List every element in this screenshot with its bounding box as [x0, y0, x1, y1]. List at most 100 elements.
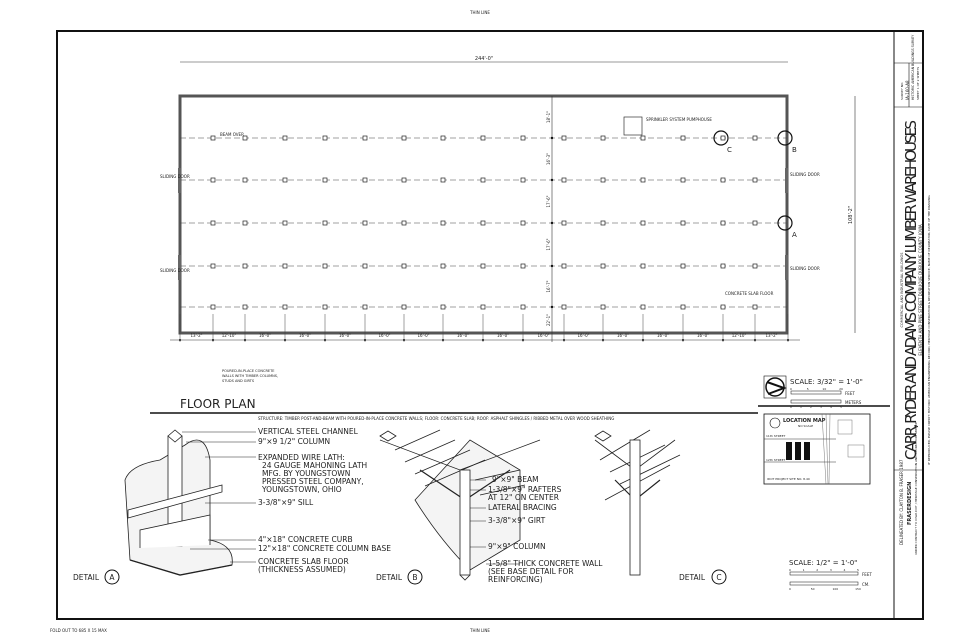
timber-column [322, 304, 328, 310]
timber-column [401, 263, 407, 269]
timber-column [680, 263, 686, 269]
callout-b: B [792, 146, 797, 154]
walls-note: STUDS AND GIRTS [222, 379, 255, 383]
building-location: ELEVENTH AND PINE STREET DUBUQUE DUBUQUE… [918, 224, 923, 355]
timber-column [362, 177, 368, 183]
detail-c-letter: C [716, 573, 721, 582]
slab-label: CONCRETE SLAB FLOOR [725, 291, 774, 296]
top-trim-label: THIN LINE [469, 10, 490, 15]
sliding-door-label: SLIDING DOOR [160, 174, 190, 179]
scale-tick: 100 [832, 587, 838, 591]
bay-dim: 16'-0" [697, 333, 709, 338]
timber-column [242, 304, 248, 310]
dim-node [754, 339, 756, 341]
timber-column [401, 220, 407, 226]
detail-b-note: LATERAL BRACING [488, 503, 557, 512]
site-label: IDOT PROJECT SITE NO. 8.40 [767, 477, 810, 481]
sheet-number: SHEET 1 OF 2 SHEETS [916, 67, 920, 100]
structure-note: STRUCTURE: TIMBER POST-AND-BEAM WITH POU… [258, 416, 614, 421]
dim-node [482, 339, 484, 341]
warehouse-block [804, 442, 810, 460]
timber-column [282, 220, 288, 226]
timber-column [480, 135, 486, 141]
timber-column [520, 263, 526, 269]
scale-tick: 0 [789, 568, 791, 572]
timber-column [242, 177, 248, 183]
timber-column [322, 263, 328, 269]
timber-column [210, 263, 216, 269]
scale-tick: 10 [822, 387, 826, 391]
timber-column [520, 177, 526, 183]
building-outline [178, 94, 789, 335]
delineated-by: DELINEATED BY: CLAYTON B. FRASER 1987 [899, 459, 904, 545]
timber-column [440, 135, 446, 141]
timber-column [520, 304, 526, 310]
scale-tick: 20 [839, 387, 843, 391]
scale-tick: 0 [790, 405, 792, 409]
sliding-door-label: SLIDING DOOR [790, 172, 820, 177]
floor-plan: 13'-2"12'-10"16'-0"16'-0"16'-0"16'-0"16'… [160, 94, 820, 383]
callout-a-circle [777, 215, 793, 231]
timber-column [752, 263, 758, 269]
timber-column [401, 135, 407, 141]
callout-a: A [792, 231, 797, 239]
timber-column [440, 177, 446, 183]
timber-column [362, 263, 368, 269]
detail-a-note: 3-3/8"×9" SILL [258, 498, 314, 507]
sliding-door-left-2 [178, 255, 181, 280]
timber-column [322, 177, 328, 183]
detail-a-note: 4"×18" CONCRETE CURB [258, 535, 353, 544]
timber-column [561, 177, 567, 183]
detail-b-label: DETAIL [376, 573, 403, 582]
scale-meters-label: METERS [845, 400, 862, 405]
sliding-door-right-1 [785, 168, 788, 193]
bay-dim: 13'-2" [190, 333, 202, 338]
bay-dim: 13'-2" [765, 333, 777, 338]
timber-column [752, 304, 758, 310]
scale-label: SCALE: 3/32" = 1'-0" [790, 378, 863, 386]
timber-column [640, 135, 646, 141]
timber-column [640, 263, 646, 269]
street-label: 11th STREET [766, 434, 785, 438]
scale-tick: 150 [855, 587, 861, 591]
row-dim: 17'-6" [546, 238, 551, 250]
timber-column [680, 304, 686, 310]
sliding-door-left-1 [178, 168, 181, 193]
scale-tick: 0 [789, 587, 791, 591]
timber-column [640, 220, 646, 226]
dim-node [522, 339, 524, 341]
sliding-door-label: SLIDING DOOR [790, 266, 820, 271]
floor-plan-title: FLOOR PLAN [180, 397, 256, 411]
dim-node [442, 339, 444, 341]
walls-note: POURED-IN-PLACE CONCRETE [222, 369, 274, 373]
survey-no-label: SURVEY NO. [900, 82, 904, 100]
timber-column [210, 135, 216, 141]
timber-column [210, 304, 216, 310]
timber-column [282, 135, 288, 141]
timber-column [561, 220, 567, 226]
fold-note: FOLD OUT TO 685 X 15 MAX [50, 628, 107, 633]
detail-a-note: VERTICAL STEEL CHANNEL [258, 427, 359, 436]
sliding-door-label: SLIDING DOOR [160, 268, 190, 273]
walls-note: WALLS WITH TIMBER COLUMNS, [222, 374, 278, 378]
timber-column [480, 220, 486, 226]
street-label: 12th STREET [766, 458, 785, 462]
bay-dim: 16'-0" [299, 333, 311, 338]
timber-column [322, 220, 328, 226]
detail-b-note: 1-3/8"×9" RAFTERS [488, 485, 562, 494]
timber-column [752, 177, 758, 183]
detail-b-note: 3-3/8"×9" GIRT [488, 516, 546, 525]
dim-node [642, 339, 644, 341]
timber-column [752, 220, 758, 226]
grid-node [550, 264, 554, 268]
survey-no: IA-160-A8 [905, 80, 910, 100]
dim-node [787, 339, 789, 341]
habs-label: HISTORIC AMERICAN BUILDINGS SURVEY [911, 35, 915, 100]
timber-column [680, 135, 686, 141]
dim-node [722, 339, 724, 341]
detail-a-label: DETAIL [73, 573, 100, 582]
timber-column [720, 304, 726, 310]
detail-b-note: 1-5/8" THICK CONCRETE WALL [488, 559, 603, 568]
timber-column [282, 304, 288, 310]
